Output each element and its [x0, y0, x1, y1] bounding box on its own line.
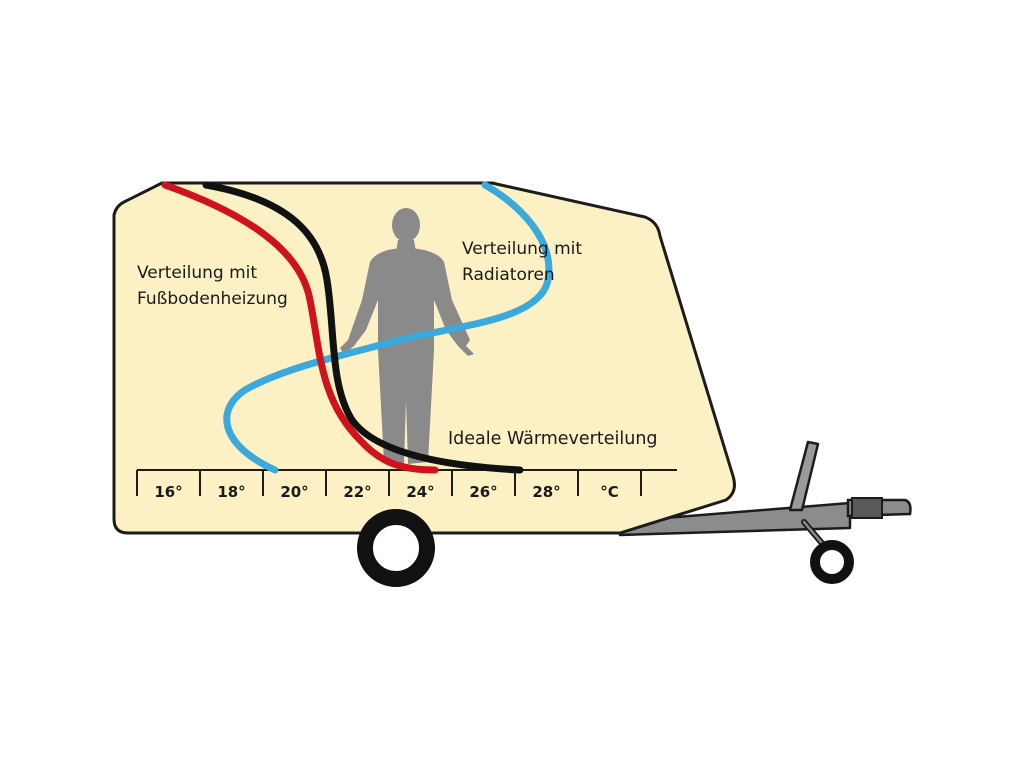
- scale-tick-label: 16°: [154, 483, 182, 501]
- caravan-wheel: [357, 509, 435, 587]
- handbrake-lever: [788, 440, 820, 512]
- scale-tick-label: 20°: [280, 483, 308, 501]
- scale-tick-label: 26°: [469, 483, 497, 501]
- person-silhouette: [340, 208, 474, 464]
- floor-heating-label: Verteilung mit Fußbodenheizung: [137, 263, 288, 309]
- radiator-distribution-curve: [223, 181, 553, 474]
- radiators-label: Verteilung mit Radiatoren: [462, 239, 587, 285]
- hitch-coupling: [851, 497, 883, 519]
- floor-heating-label-line2: Fußbodenheizung: [137, 289, 288, 309]
- radiators-label-line1: Verteilung mit: [462, 239, 582, 259]
- radiators-label-line2: Radiatoren: [462, 265, 555, 285]
- drawbar: [618, 440, 912, 584]
- floor-heating-label-line1: Verteilung mit: [137, 263, 257, 283]
- floor-heating-curve: [161, 181, 439, 474]
- scale-tick-label: 18°: [217, 483, 245, 501]
- scale-tick-label: 24°: [406, 483, 434, 501]
- scale-tick-label: °C: [600, 483, 619, 501]
- ideal-distribution-label: Ideale Wärmeverteilung: [448, 429, 658, 449]
- scale-tick-label: 28°: [532, 483, 560, 501]
- scale-tick-label: 22°: [343, 483, 371, 501]
- temperature-scale-ticks: [136, 470, 642, 496]
- temperature-scale-labels: 16° 18° 20° 22° 24° 26° 28° °C: [154, 483, 618, 501]
- jockey-wheel: [810, 540, 854, 584]
- ideal-distribution-curve: [202, 181, 524, 474]
